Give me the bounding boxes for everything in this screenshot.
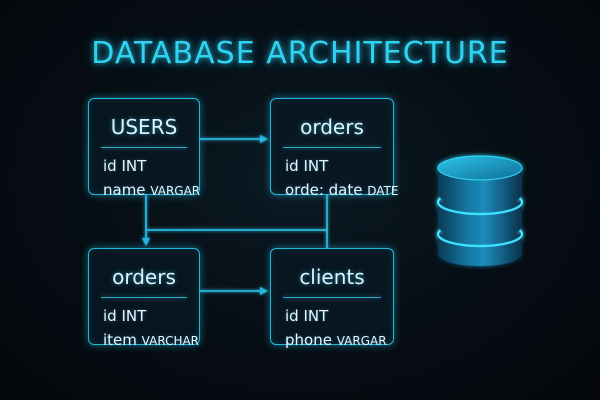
- table-name: orders: [300, 115, 364, 139]
- database-cylinder-icon: [436, 155, 524, 266]
- table-divider: [101, 147, 187, 148]
- table-field: item VARCHAR: [103, 331, 200, 349]
- table-clients[interactable]: clients id INT phone VARGAR: [270, 248, 394, 349]
- table-field: id INT: [103, 157, 147, 175]
- table-name: clients: [299, 265, 365, 289]
- table-users[interactable]: USERS id INT name VARGAR: [88, 98, 200, 199]
- table-divider: [283, 147, 381, 148]
- table-field: id INT: [285, 157, 329, 175]
- arrow-head: [142, 238, 150, 246]
- table-orders-bottom[interactable]: orders id INT item VARCHAR: [88, 248, 200, 349]
- arrow-head: [260, 287, 268, 295]
- table-field: phone VARGAR: [285, 331, 387, 349]
- table-field: orde: date DATE: [285, 181, 399, 199]
- table-field: id INT: [103, 307, 147, 325]
- table-name: USERS: [110, 115, 178, 139]
- table-name: orders: [112, 265, 176, 289]
- table-field: name VARGAR: [103, 181, 201, 199]
- table-divider: [101, 297, 187, 298]
- table-divider: [283, 297, 381, 298]
- table-field: id INT: [285, 307, 329, 325]
- diagram-title: DATABASE ARCHITECTURE: [91, 36, 509, 71]
- table-orders-top[interactable]: orders id INT orde: date DATE: [270, 98, 398, 199]
- arrow-head: [260, 135, 268, 143]
